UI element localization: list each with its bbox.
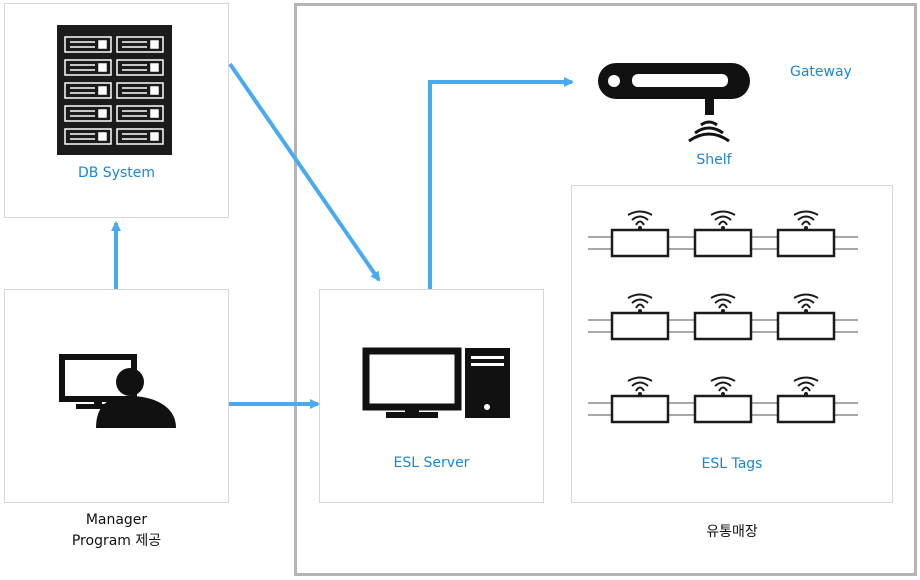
esl-tag (693, 228, 753, 258)
desktop-computer-icon (362, 347, 510, 418)
rack-unit (116, 105, 164, 122)
arrow-esl-server-to-gateway (428, 77, 574, 289)
rack-unit (116, 82, 164, 99)
wifi-signal-icon (627, 293, 653, 313)
wifi-signal-icon (710, 210, 736, 230)
wifi-signal-icon (793, 376, 819, 396)
esl-tag (610, 394, 670, 424)
rack-unit (64, 36, 112, 53)
wifi-signal-icon (710, 293, 736, 313)
arrow-db-to-esl-server (228, 62, 381, 282)
db-system-label: DB System (77, 165, 156, 181)
rack-unit (64, 105, 112, 122)
rack-unit (116, 128, 164, 145)
esl-tags-label: ESL Tags (701, 456, 763, 472)
rack-unit (64, 59, 112, 76)
manager-label-line2: Program 제공 (71, 533, 162, 549)
shelf-label: Shelf (696, 152, 732, 168)
esl-tag (610, 311, 670, 341)
esl-tag (776, 228, 836, 258)
rack-unit (64, 128, 112, 145)
wifi-signal-icon (793, 293, 819, 313)
wifi-signal-icon (627, 210, 653, 230)
store-label: 유통매장 (706, 524, 758, 540)
esl-tags-grid (588, 210, 858, 424)
esl-tag (610, 228, 670, 258)
wifi-signal-icon (627, 376, 653, 396)
rack-unit (116, 59, 164, 76)
esl-server-label: ESL Server (393, 455, 470, 471)
manager-label-line1: Manager (85, 512, 148, 528)
esl-tag (693, 394, 753, 424)
esl-tag (776, 394, 836, 424)
rack-unit (64, 82, 112, 99)
manager-workstation-icon (59, 354, 176, 428)
wifi-signal-icon (710, 376, 736, 396)
server-rack-icon (57, 25, 172, 155)
wifi-signal-icon (793, 210, 819, 230)
rack-unit (116, 36, 164, 53)
gateway-label: Gateway (790, 64, 852, 80)
gateway-router-icon (598, 63, 750, 143)
store-area-frame (294, 3, 917, 576)
esl-tag (693, 311, 753, 341)
esl-tag (776, 311, 836, 341)
